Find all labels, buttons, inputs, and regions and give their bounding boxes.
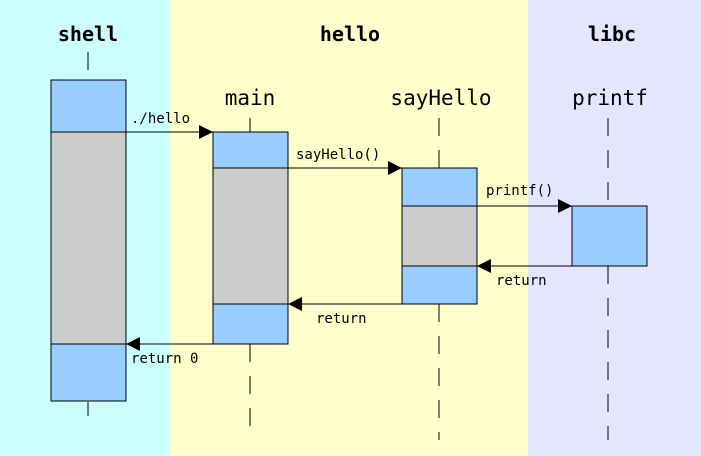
shell-waiting [50, 131, 127, 345]
shell-activation-bottom [50, 343, 127, 402]
label-return-sayhello: return [316, 311, 367, 327]
participant-main: main [225, 86, 276, 110]
shell-activation-top [50, 79, 127, 133]
lane-title-shell: shell [58, 22, 118, 46]
lane-title-libc: libc [588, 22, 636, 46]
sayhello-waiting [401, 205, 478, 267]
lane-title-hello: hello [320, 22, 380, 46]
participant-sayhello: sayHello [390, 86, 491, 110]
label-call-printf: printf() [486, 183, 553, 199]
sayhello-activation-top [401, 167, 478, 207]
printf-activation [571, 205, 648, 267]
main-waiting [212, 167, 289, 305]
label-return-main: return 0 [131, 351, 198, 367]
main-activation-bottom [212, 303, 289, 345]
main-activation-top [212, 131, 289, 169]
label-exec-hello: ./hello [131, 111, 190, 127]
sayhello-activation-bottom [401, 265, 478, 305]
label-call-sayhello: sayHello() [296, 147, 380, 163]
label-return-printf: return [496, 273, 547, 289]
participant-printf: printf [572, 86, 648, 110]
